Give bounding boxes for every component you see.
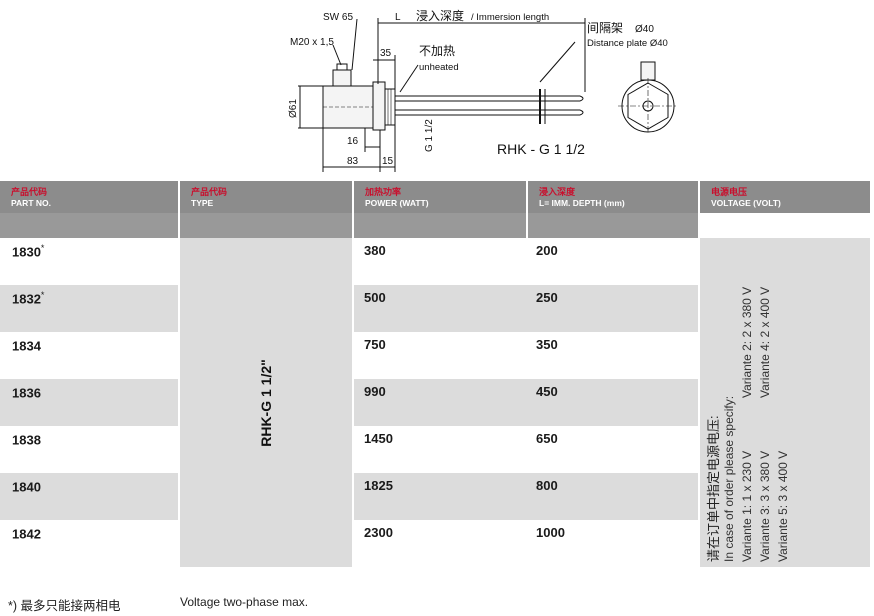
power-value: 1825	[364, 478, 393, 493]
voltage-variant-4: Variante 4: 2 x 400 V	[758, 286, 772, 398]
header-part-no: 产品代码 PART NO.	[0, 181, 178, 213]
header-depth: 浸入深度 L= IMM. DEPTH (mm)	[528, 181, 698, 213]
type-value: RHK-G 1 1/2"	[258, 358, 274, 447]
spacer-en: Distance plate Ø40	[587, 38, 668, 49]
depth-value: 450	[536, 384, 558, 399]
header-band	[528, 213, 698, 238]
depth-value: 1000	[536, 525, 565, 540]
header-voltage: 电源电压 VOLTAGE (VOLT)	[700, 181, 870, 213]
g-thread: G 1 1/2	[424, 119, 435, 152]
thread-section	[372, 81, 386, 131]
footnote-en: Voltage two-phase max.	[180, 595, 309, 609]
part-no: 1836	[12, 385, 41, 401]
dim-83: 83	[347, 156, 359, 167]
unheated-cn: 不加热	[419, 44, 455, 58]
length-label: L	[395, 12, 401, 23]
power-value: 2300	[364, 525, 393, 540]
depth-value: 200	[536, 243, 558, 258]
type-cell: RHK-G 1 1/2"	[180, 238, 352, 567]
depth-value: 350	[536, 337, 558, 352]
spacer-cn: 间隔架	[587, 21, 623, 35]
dim-15: 15	[382, 156, 394, 167]
voltage-cell: 请在订单中指定电源电压: In case of order please spe…	[700, 238, 870, 567]
power-value: 380	[364, 243, 386, 258]
thread-label: M20 x 1,5	[290, 37, 334, 48]
header-type: 产品代码 TYPE	[180, 181, 352, 213]
dia-61: Ø61	[288, 99, 299, 118]
part-no: 1838	[12, 432, 41, 448]
part-no: 1840	[12, 479, 41, 495]
dim-16: 16	[347, 136, 359, 147]
sw-label: SW 65	[323, 12, 353, 23]
unheated-en: unheated	[419, 62, 459, 73]
footnote-cn: *) 最多只能接两相电	[8, 599, 121, 613]
power-value: 1450	[364, 431, 393, 446]
connector	[332, 69, 352, 87]
spec-table: 产品代码 PART NO. 产品代码 TYPE 加热功率 POWER (WATT…	[0, 181, 870, 567]
depth-value: 800	[536, 478, 558, 493]
header-band	[354, 213, 526, 238]
dim-35: 35	[380, 48, 392, 59]
spacer-dia: Ø40	[635, 24, 654, 35]
part-no: 1842	[12, 526, 41, 542]
depth-value: 650	[536, 431, 558, 446]
voltage-variant-5: Variante 5: 3 x 400 V	[776, 450, 790, 562]
immersion-en: / Immersion length	[471, 12, 549, 23]
header-band	[0, 213, 178, 238]
power-value: 500	[364, 290, 386, 305]
depth-value: 250	[536, 290, 558, 305]
voltage-variant-1: Variante 1: 1 x 230 V	[740, 450, 754, 562]
power-value: 750	[364, 337, 386, 352]
part-no: 1834	[12, 338, 41, 354]
header-power: 加热功率 POWER (WATT)	[354, 181, 526, 213]
immersion-cn: 浸入深度	[416, 8, 464, 23]
header-band	[180, 213, 352, 238]
part-no: 1830*	[12, 243, 45, 260]
technical-drawing: SW 65 L 浸入深度 / Immersion length 间隔架 Ø40 …	[288, 8, 678, 172]
model-label: RHK - G 1 1/2	[497, 141, 585, 157]
part-no: 1832*	[12, 290, 45, 307]
voltage-note-en: In case of order please specify:	[722, 395, 736, 562]
voltage-variant-3: Variante 3: 3 x 380 V	[758, 450, 772, 562]
power-value: 990	[364, 384, 386, 399]
voltage-note-cn: 请在订单中指定电源电压:	[706, 415, 721, 562]
voltage-variant-2: Variante 2: 2 x 380 V	[740, 286, 754, 398]
